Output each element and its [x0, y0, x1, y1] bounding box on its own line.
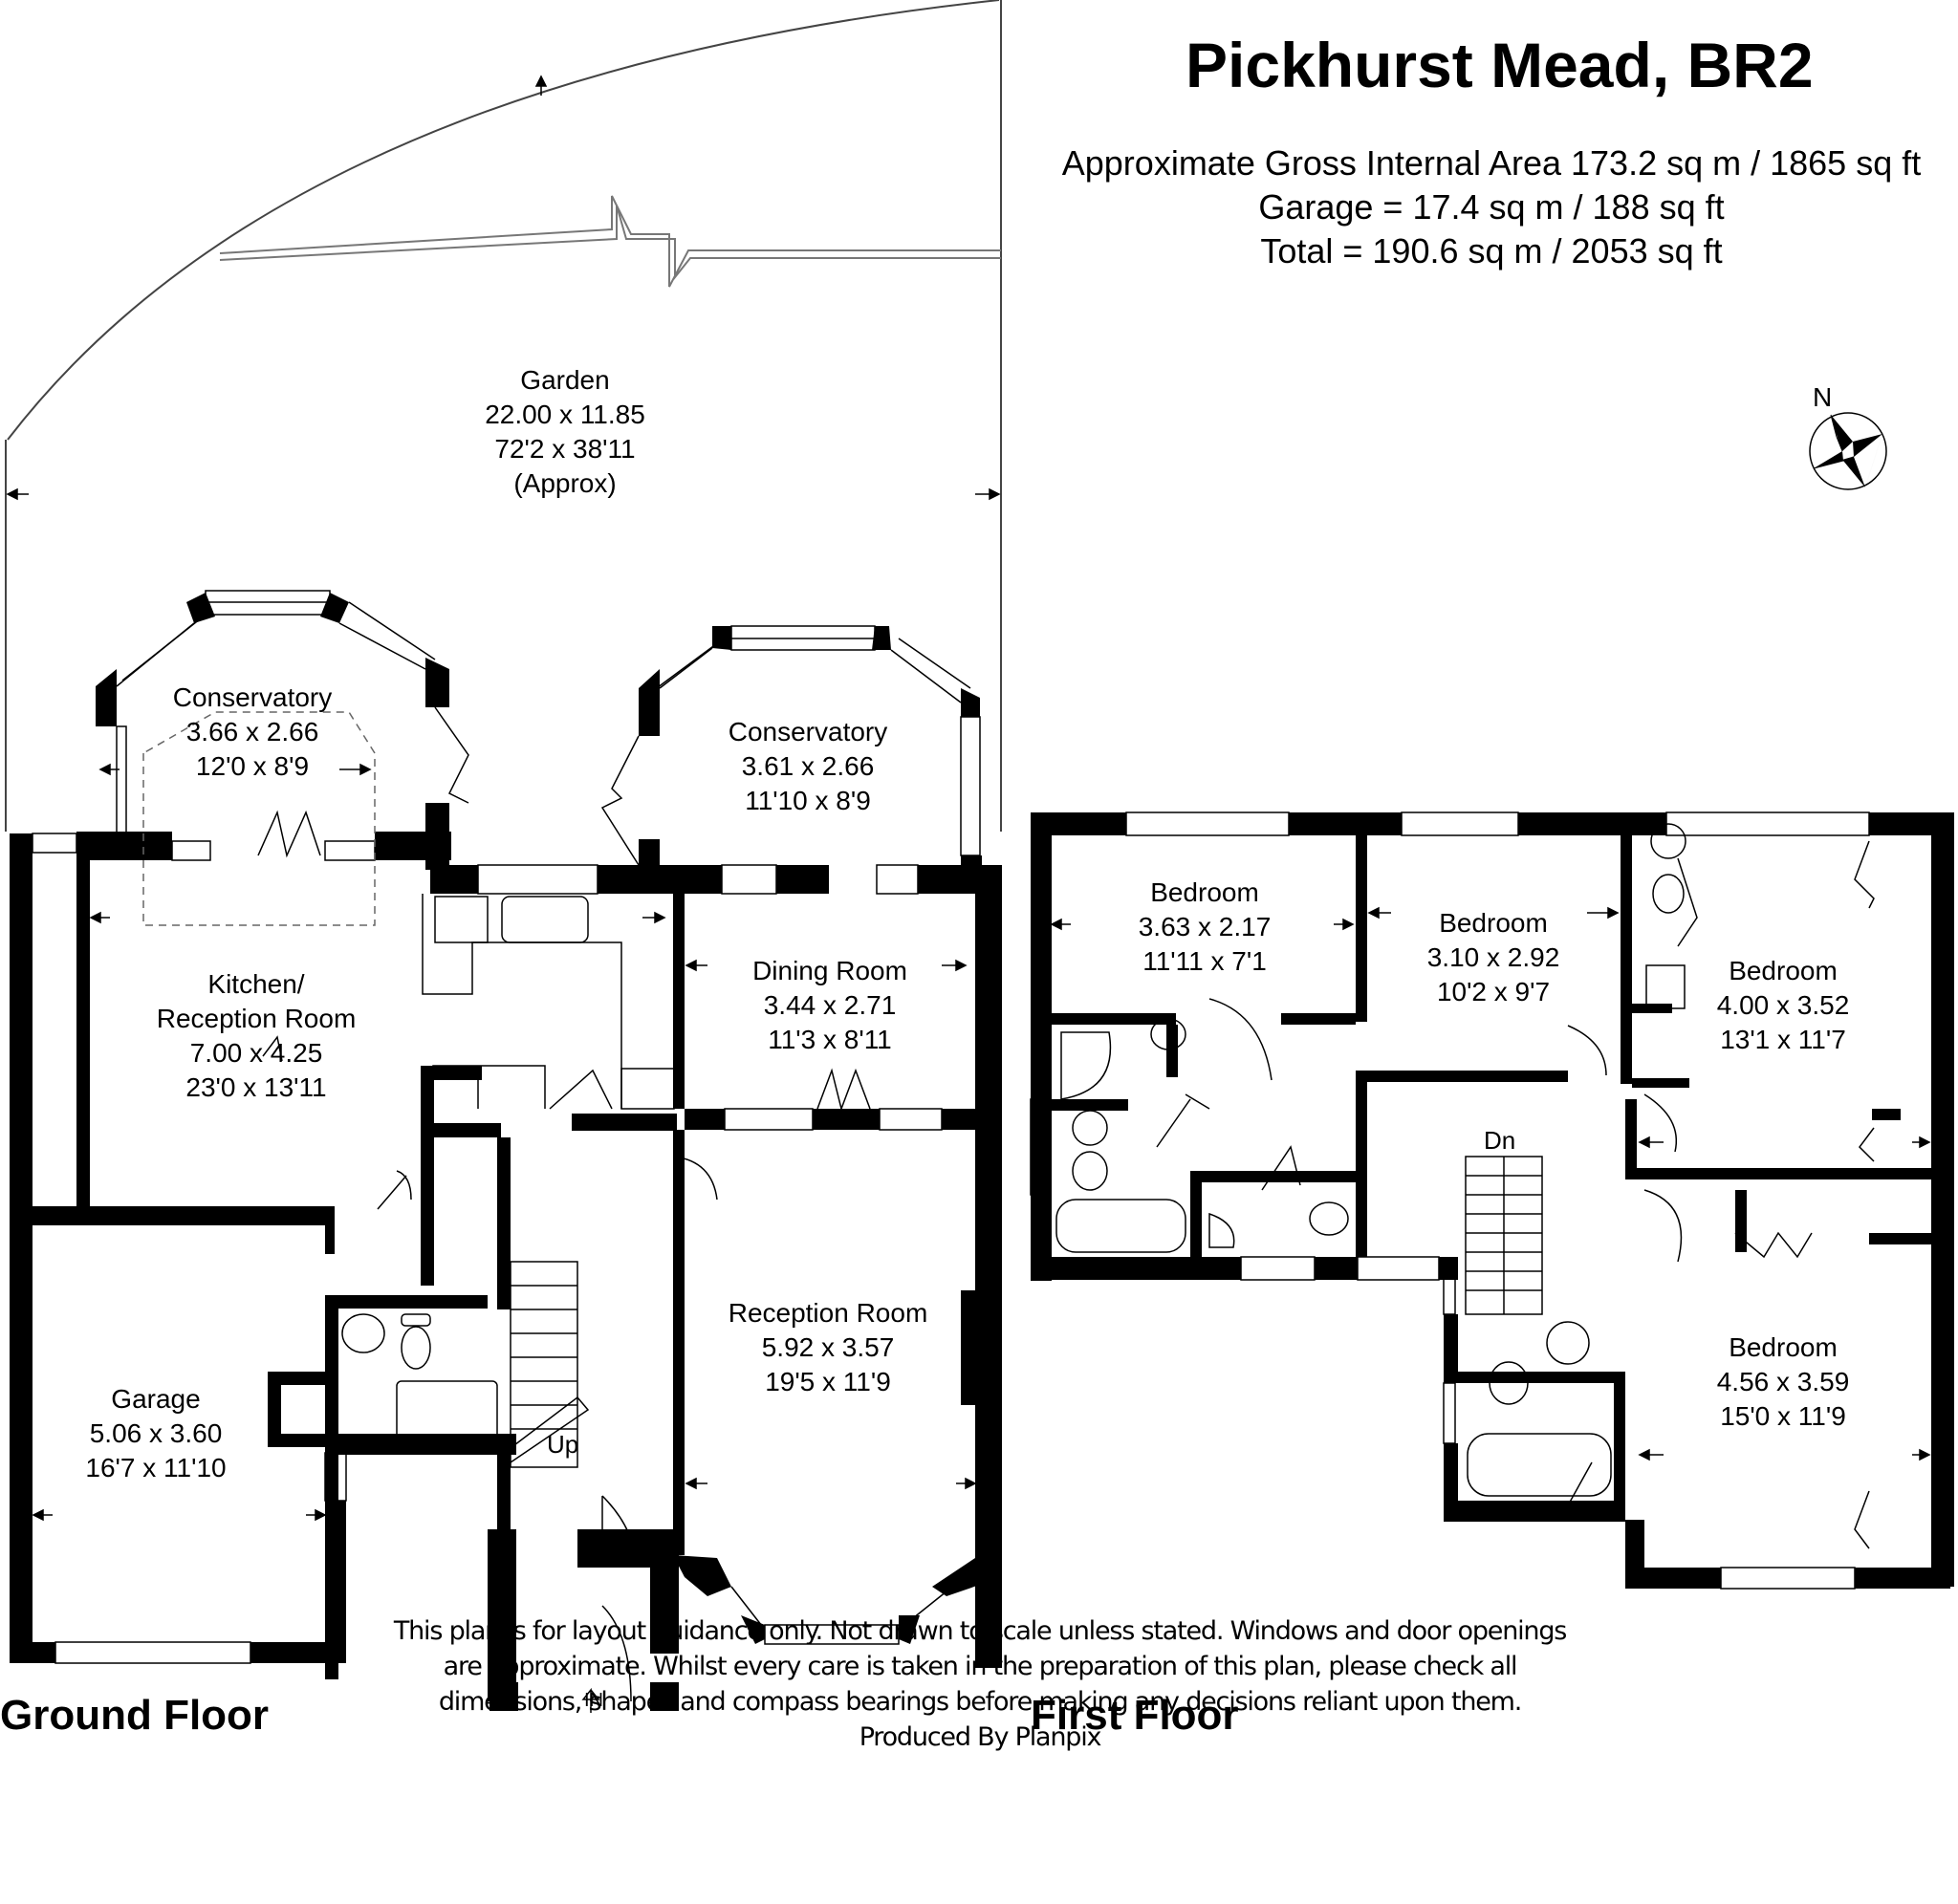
ground-floor-windows — [32, 590, 981, 1702]
room-garage: Garage 5.06 x 3.60 16'7 x 11'10 — [85, 1382, 226, 1485]
room-name: Bedroom — [1729, 1332, 1838, 1362]
compass-north-label: N — [1813, 382, 1833, 412]
room-imperial: 72'2 x 38'11 — [494, 434, 636, 464]
room-name: Bedroom — [1439, 908, 1548, 938]
room-imperial: 11'10 x 8'9 — [745, 786, 871, 815]
property-title: Pickhurst Mead, BR2 — [1186, 30, 1814, 100]
room-metric: 7.00 x 4.25 — [189, 1038, 323, 1068]
total-area: Total = 190.6 sq m / 2053 sq ft — [1260, 231, 1723, 270]
room-reception: Reception Room 5.92 x 3.57 19'5 x 11'9 — [729, 1296, 928, 1399]
garden-boundary — [5, 0, 1002, 832]
room-name: Bedroom — [1150, 877, 1259, 907]
room-metric: 3.44 x 2.71 — [763, 990, 897, 1020]
room-imperial: 15'0 x 11'9 — [1720, 1401, 1846, 1431]
disclaimer-line: This plan is for layout guidance only. N… — [393, 1616, 1568, 1646]
room-metric: 5.92 x 3.57 — [761, 1332, 895, 1362]
room-name: Conservatory — [728, 717, 888, 746]
producer-credit: Produced By Planpix — [859, 1722, 1102, 1752]
first-floor-walls — [1031, 812, 1954, 1589]
room-bedroom-3: Bedroom 4.00 x 3.52 13'1 x 11'7 — [1717, 954, 1850, 1057]
room-metric: 4.00 x 3.52 — [1716, 990, 1850, 1020]
room-imperial: 11'11 x 7'1 — [1142, 946, 1267, 976]
compass-rose-icon — [1809, 412, 1887, 490]
room-name: Dining Room — [752, 956, 907, 985]
first-floor-windows — [1030, 811, 1875, 1590]
room-imperial: 13'1 x 11'7 — [1720, 1025, 1846, 1054]
stairs-down-label: Dn — [1484, 1126, 1516, 1155]
room-name: Garage — [111, 1384, 201, 1414]
room-note: (Approx) — [513, 468, 617, 498]
room-name-line2: Reception Room — [156, 1004, 357, 1033]
garage-area: Garage = 17.4 sq m / 188 sq ft — [1258, 187, 1725, 227]
room-metric: 3.66 x 2.66 — [185, 717, 319, 746]
room-name: Garden — [520, 365, 610, 395]
room-bedroom-1: Bedroom 3.63 x 2.17 11'11 x 7'1 — [1139, 876, 1272, 979]
room-conservatory-left: Conservatory 3.66 x 2.66 12'0 x 8'9 — [173, 681, 333, 784]
room-imperial: 23'0 x 13'11 — [185, 1072, 327, 1102]
room-metric: 3.61 x 2.66 — [741, 751, 875, 781]
room-imperial: 16'7 x 11'10 — [85, 1453, 227, 1482]
room-metric: 22.00 x 11.85 — [485, 400, 645, 429]
room-imperial: 19'5 x 11'9 — [765, 1367, 891, 1396]
room-metric: 3.63 x 2.17 — [1138, 912, 1272, 941]
room-metric: 5.06 x 3.60 — [89, 1418, 223, 1448]
ground-floor-dimension-arrows — [32, 763, 977, 1522]
room-name: Bedroom — [1729, 956, 1838, 985]
disclaimer: This plan is for layout guidance only. N… — [287, 1613, 1673, 1755]
room-metric: 3.10 x 2.92 — [1426, 942, 1560, 972]
room-conservatory-right: Conservatory 3.61 x 2.66 11'10 x 8'9 — [729, 715, 888, 818]
ground-floor-label: Ground Floor — [0, 1692, 270, 1739]
entrance-arrow-icon — [581, 1687, 600, 1713]
disclaimer-line: dimensions, shapes and compass bearings … — [438, 1687, 1523, 1717]
garden-dimension-arrows — [6, 75, 1001, 501]
room-name-line1: Kitchen/ — [207, 969, 305, 999]
room-imperial: 10'2 x 9'7 — [1436, 977, 1551, 1006]
room-bedroom-4: Bedroom 4.56 x 3.59 15'0 x 11'9 — [1717, 1331, 1850, 1434]
room-name: Conservatory — [172, 682, 333, 712]
first-floor-dimension-arrows — [1050, 906, 1931, 1461]
room-imperial: 12'0 x 8'9 — [195, 751, 310, 781]
room-metric: 4.56 x 3.59 — [1716, 1367, 1850, 1396]
room-name: Reception Room — [728, 1298, 928, 1328]
gross-internal-area: Approximate Gross Internal Area 173.2 sq… — [1061, 143, 1922, 183]
room-dining: Dining Room 3.44 x 2.71 11'3 x 8'11 — [752, 954, 907, 1057]
room-garden: Garden 22.00 x 11.85 72'2 x 38'11 (Appro… — [485, 363, 645, 501]
entrance-label: IN — [584, 1690, 603, 1711]
area-summary: Approximate Gross Internal Area 173.2 sq… — [1023, 141, 1958, 273]
room-bedroom-2: Bedroom 3.10 x 2.92 10'2 x 9'7 — [1427, 906, 1560, 1009]
disclaimer-line: are approximate. Whilst every care is ta… — [443, 1652, 1518, 1681]
ground-floor-walls — [10, 593, 1002, 1711]
first-floor-label: First Floor — [1031, 1692, 1239, 1739]
stairs-up-label: Up — [547, 1430, 579, 1459]
room-imperial: 11'3 x 8'11 — [768, 1025, 892, 1054]
room-kitchen-reception: Kitchen/ Reception Room 7.00 x 4.25 23'0… — [157, 967, 357, 1105]
